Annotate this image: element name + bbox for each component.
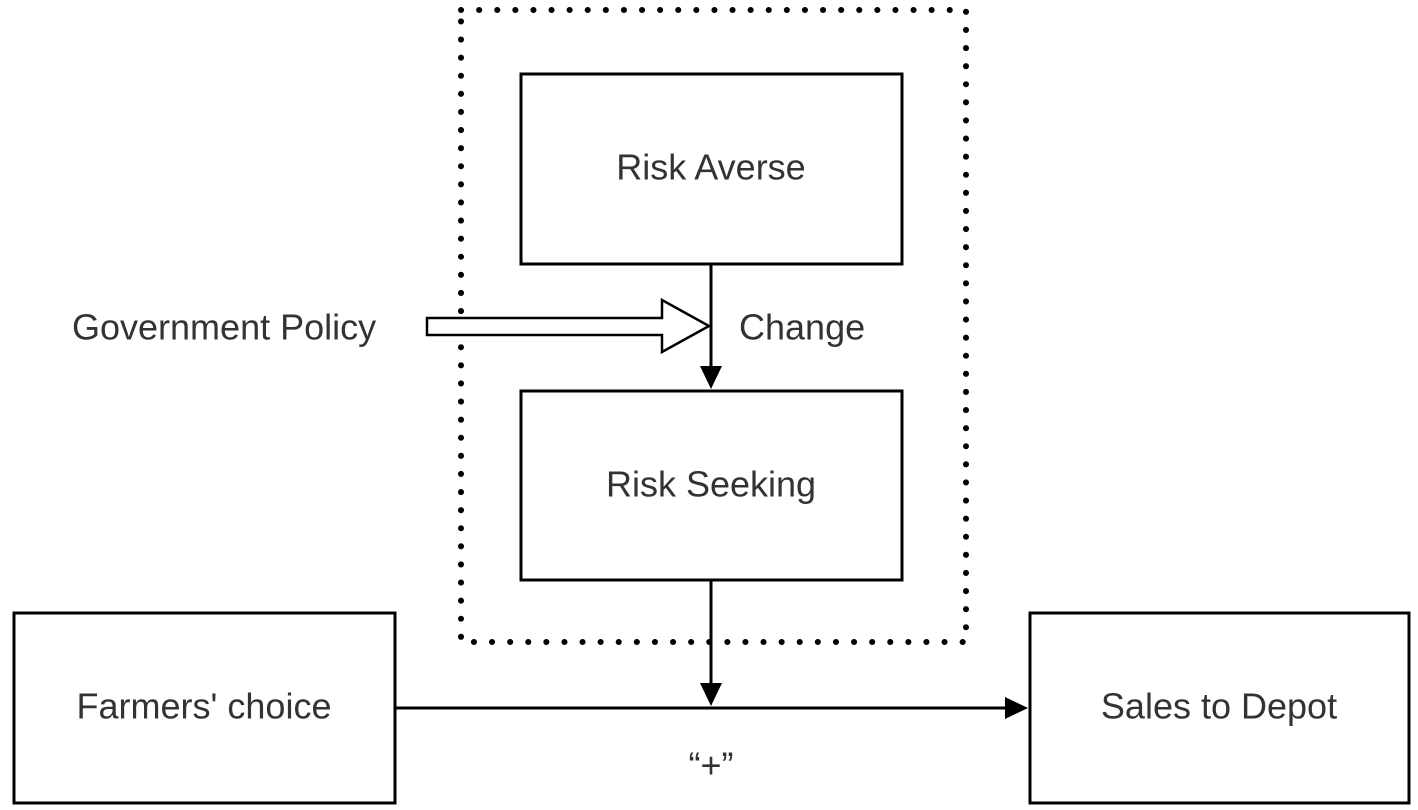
risk-seeking-to-main-edge xyxy=(700,580,722,706)
government-policy-label: Government Policy xyxy=(72,307,376,348)
sales-to-depot-label: Sales to Depot xyxy=(1101,686,1337,727)
plus-sign-label: “+” xyxy=(689,745,734,786)
risk-seeking-node: Risk Seeking xyxy=(519,389,904,582)
risk-seeking-box xyxy=(519,389,904,582)
risk-averse-node: Risk Averse xyxy=(519,72,904,266)
moderation-arrow-head xyxy=(700,683,722,706)
farmers-choice-label: Farmers' choice xyxy=(77,686,332,727)
sales-to-depot-node: Sales to Depot xyxy=(1028,611,1411,805)
risk-attitude-group-border xyxy=(458,7,969,645)
risk-averse-to-risk-seeking-edge xyxy=(700,264,722,389)
risk-averse-label: Risk Averse xyxy=(616,147,805,188)
risk-seeking-label: Risk Seeking xyxy=(606,464,816,505)
government-policy-block-arrow xyxy=(425,297,712,355)
change-arrow-head xyxy=(700,366,722,389)
main-arrow-head xyxy=(1005,697,1028,719)
farmers-choice-node: Farmers' choice xyxy=(12,611,397,805)
farmers-choice-to-sales-edge xyxy=(395,697,1028,719)
change-label: Change xyxy=(739,307,865,348)
sales-to-depot-box xyxy=(1028,611,1411,805)
